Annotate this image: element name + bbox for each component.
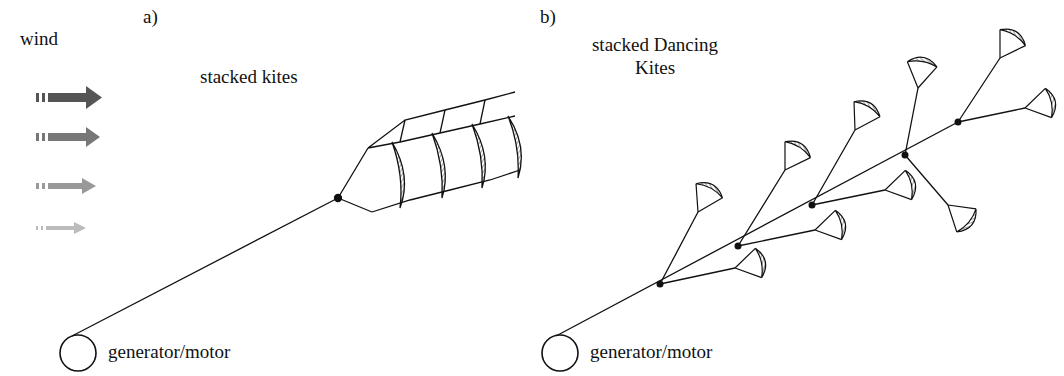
device-label: generator/motor: [108, 341, 230, 364]
panel-letter: a): [143, 6, 158, 29]
device-label: generator/motor: [590, 341, 712, 364]
dancing-kites: [685, 24, 1059, 283]
kite-label: stacked Dancing Kites: [590, 34, 720, 80]
panel-a-drawing: [60, 92, 521, 371]
panel-b-drawing: [542, 58, 1025, 371]
kite-label: stacked kites: [200, 66, 298, 89]
wind-arrows: [36, 86, 102, 234]
wind-label: wind: [20, 28, 58, 51]
panel-letter: b): [540, 6, 556, 29]
